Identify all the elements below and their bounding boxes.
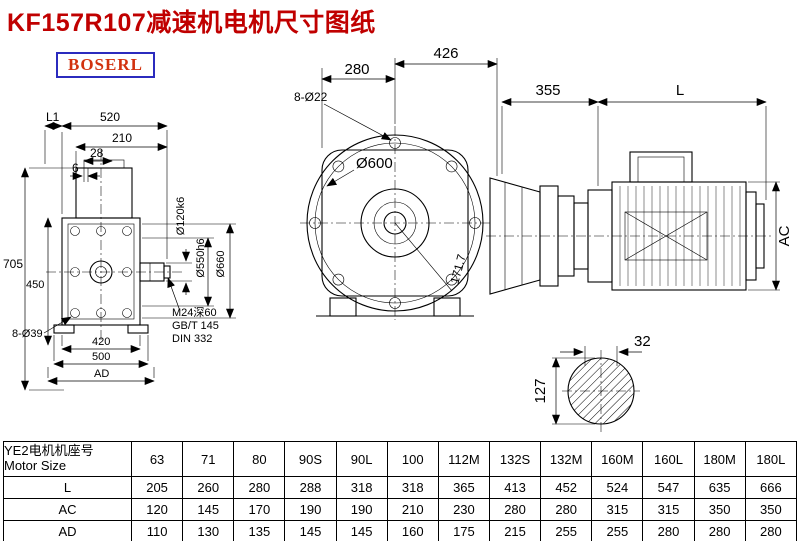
dim-355: 355 [535,82,560,99]
note-din: DIN 332 [172,333,212,345]
dim-L: L [676,82,684,99]
dim-d600: Ø600 [356,155,393,172]
dim-d660: Ø660 [215,251,227,278]
value-cell: 145 [182,498,235,521]
dim-420: 420 [92,336,110,348]
value-cell: 524 [591,476,644,499]
motor-size-cell: 132S [488,441,542,477]
value-cell: 160 [386,520,439,541]
value-cell: 255 [540,520,593,541]
dim-28: 28 [90,146,104,160]
motor-size-cell: 180L [744,441,798,477]
motor-size-cell: 112M [437,441,490,477]
value-cell: 170 [233,498,286,521]
value-cell: 280 [540,498,593,521]
value-cell: 110 [130,520,184,541]
dim-520: 520 [100,110,120,124]
value-cell: 350 [693,498,746,521]
row-label-cell: AD [3,520,132,541]
dim-d120k6: Ø120k6 [175,197,187,236]
dim-AC: AC [776,225,793,246]
value-cell: 350 [744,498,798,521]
dim-8xd22: 8-Ø22 [294,90,328,104]
motor-size-cell: 160M [591,441,644,477]
value-cell: 145 [335,520,388,541]
value-cell: 175 [437,520,490,541]
technical-drawing: L1 520 210 28 6 705 450 8-Ø39 420 [3,45,793,432]
dim-210: 210 [112,131,132,145]
value-cell: 318 [386,476,439,499]
value-cell: 255 [591,520,644,541]
dim-450: 450 [26,279,44,291]
value-cell: 666 [744,476,798,499]
value-cell: 280 [642,520,695,541]
left-view: L1 520 210 28 6 705 450 8-Ø39 420 [3,110,236,391]
brand-logo: BOSERL [56,52,155,78]
dim-d550h6: Ø550h6 [195,238,207,277]
value-cell: 190 [284,498,337,521]
motor-size-header-cell: YE2电机机座号 Motor Size [3,441,132,477]
dim-171-7: 171.7 [447,252,468,285]
value-cell: 280 [693,520,746,541]
dim-8xd39: 8-Ø39 [12,328,43,340]
dim-32: 32 [634,333,651,350]
value-cell: 135 [233,520,286,541]
value-cell: 190 [335,498,388,521]
value-cell: 280 [488,498,542,521]
motor-size-cell: 90S [284,441,337,477]
note-gbt: GB/T 145 [172,320,219,332]
value-cell: 318 [335,476,388,499]
value-cell: 120 [130,498,184,521]
value-cell: 635 [693,476,746,499]
value-cell: 280 [233,476,286,499]
dim-426: 426 [433,45,458,62]
motor-size-cell: 71 [182,441,235,477]
motor-size-cell: 90L [335,441,388,477]
note-thread: M24深60 [172,306,217,319]
value-cell: 315 [642,498,695,521]
dim-AD: AD [94,368,109,380]
value-cell: 547 [642,476,695,499]
value-cell: 413 [488,476,542,499]
dim-127: 127 [532,378,549,403]
value-cell: 230 [437,498,490,521]
motor-size-cell: 180M [693,441,746,477]
motor-size-header-en: Motor Size [4,458,67,473]
dim-280: 280 [344,61,369,78]
value-cell: 145 [284,520,337,541]
value-cell: 452 [540,476,593,499]
front-view: Ø600 171.7 426 280 8-Ø22 [294,45,498,320]
motor-size-header-zh: YE2电机机座号 [4,443,94,459]
motor-size-cell: 132M [540,441,593,477]
row-label-cell: AC [3,498,132,521]
value-cell: 260 [182,476,235,499]
value-cell: 280 [744,520,798,541]
motor-size-cell: 63 [130,441,184,477]
value-cell: 365 [437,476,490,499]
motor-size-cell: 100 [386,441,439,477]
value-cell: 288 [284,476,337,499]
page-title: KF157R107减速机电机尺寸图纸 [7,9,376,37]
motor-size-cell: 160L [642,441,695,477]
dim-500: 500 [92,351,110,363]
value-cell: 205 [130,476,184,499]
dim-705: 705 [3,257,23,271]
value-cell: 210 [386,498,439,521]
shaft-section-view: 32 127 [532,333,651,432]
value-cell: 215 [488,520,542,541]
dim-L1: L1 [46,110,60,124]
motor-size-cell: 80 [233,441,286,477]
value-cell: 130 [182,520,235,541]
dim-6: 6 [72,161,79,175]
motor-view: 355 L AC [486,82,793,295]
value-cell: 315 [591,498,644,521]
row-label-cell: L [3,476,132,499]
